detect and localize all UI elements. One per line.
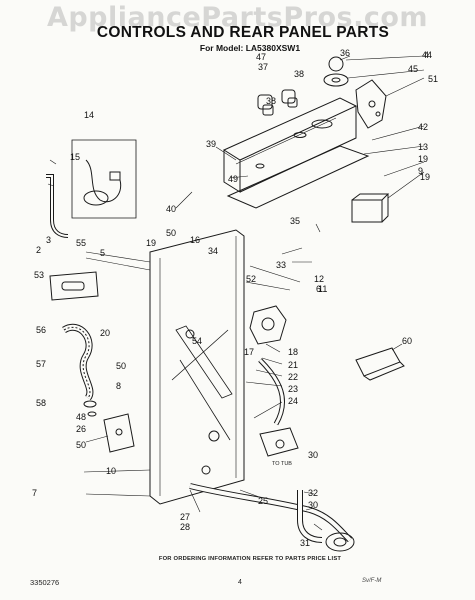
coupling	[325, 532, 355, 552]
hose-bracket	[46, 174, 69, 238]
water-valve	[259, 427, 299, 457]
callout-60: 60	[402, 336, 412, 346]
callout-57: 57	[36, 359, 46, 369]
callout-9: 9	[418, 166, 423, 176]
callout-14: 14	[84, 110, 94, 120]
callout-19: 19	[146, 238, 156, 248]
callout-50: 50	[116, 361, 126, 371]
timer-bracket	[355, 79, 387, 129]
callout-19: 19	[420, 172, 430, 182]
pump	[249, 305, 287, 345]
callout-3: 3	[46, 235, 51, 245]
callout-30: 30	[308, 450, 318, 460]
callout-40: 40	[166, 204, 176, 214]
callout-1: 1	[318, 284, 323, 294]
callout-50: 50	[76, 440, 86, 450]
callout-47: 47	[256, 52, 266, 62]
model-subtitle: For Model: LA5380XSW1	[199, 43, 301, 53]
knob-group	[257, 56, 349, 116]
lid-part	[355, 347, 405, 381]
ordering-note: FOR ORDERING INFORMATION REFER TO PARTS …	[158, 556, 342, 562]
callout-34: 34	[208, 246, 218, 256]
callout-48: 48	[76, 412, 86, 422]
callout-44: 44	[422, 50, 432, 60]
callout-26: 26	[76, 424, 86, 434]
callout-31: 31	[300, 538, 310, 548]
callout-11: 11	[318, 284, 327, 294]
diagram-title: CONTROLS AND REAR PANEL PARTS	[96, 24, 390, 41]
document-number: 3350276	[30, 578, 60, 587]
callout-4: 4	[424, 50, 429, 60]
callout-7: 7	[32, 488, 37, 498]
callout-18: 18	[288, 347, 298, 357]
callout-5: 5	[100, 248, 105, 258]
callout-2: 2	[36, 245, 41, 255]
callout-56: 56	[36, 325, 46, 335]
callout-37: 37	[258, 62, 268, 72]
callout-24: 24	[288, 396, 298, 406]
callout-35: 35	[290, 216, 300, 226]
callout-22: 22	[288, 372, 298, 382]
switch-block	[351, 193, 390, 223]
callout-42: 42	[418, 122, 428, 132]
callout-52: 52	[246, 274, 256, 284]
callout-38: 38	[266, 96, 276, 106]
rear-panel	[149, 229, 245, 505]
callout-36: 36	[340, 48, 350, 58]
callout-20: 20	[100, 328, 110, 338]
callout-30: 30	[308, 500, 318, 510]
callout-6: 6	[316, 284, 321, 294]
control-console	[222, 97, 370, 209]
callout-49: 49	[228, 174, 238, 184]
callout-12: 12	[314, 274, 324, 284]
callout-33: 33	[276, 260, 286, 270]
callout-23: 23	[288, 384, 298, 394]
callout-21: 21	[288, 360, 298, 370]
callout-25: 25	[258, 496, 268, 506]
callout-28: 28	[180, 522, 190, 532]
power-cord-box	[71, 139, 137, 219]
drain-hose	[189, 358, 353, 543]
callout-10: 10	[106, 466, 116, 476]
callout-13: 13	[418, 142, 428, 152]
leader-lines	[47, 55, 425, 531]
print-mark: Sv/F-M	[362, 578, 382, 584]
callout-15: 15	[70, 152, 80, 162]
callout-17: 17	[244, 347, 254, 357]
coiled-hose	[62, 324, 97, 417]
callout-38: 38	[294, 69, 304, 79]
callout-8: 8	[116, 381, 121, 391]
callout-19: 19	[418, 154, 428, 164]
callout-53: 53	[34, 270, 44, 280]
cover-plate	[49, 271, 99, 301]
to-tub-label: TO TUB	[272, 461, 292, 467]
callout-32: 32	[308, 488, 318, 498]
callout-58: 58	[36, 398, 46, 408]
watermark: AppliancePartsPros.com	[46, 2, 429, 33]
callout-16: 16	[190, 235, 200, 245]
callout-39: 39	[206, 139, 216, 149]
side-bracket	[103, 413, 135, 453]
callout-50: 50	[166, 228, 176, 238]
callout-55: 55	[76, 238, 86, 248]
callout-51: 51	[428, 74, 438, 84]
callout-27: 27	[180, 512, 190, 522]
callout-45: 45	[408, 64, 418, 74]
page-number: 4	[238, 579, 242, 586]
callout-54: 54	[192, 336, 202, 346]
